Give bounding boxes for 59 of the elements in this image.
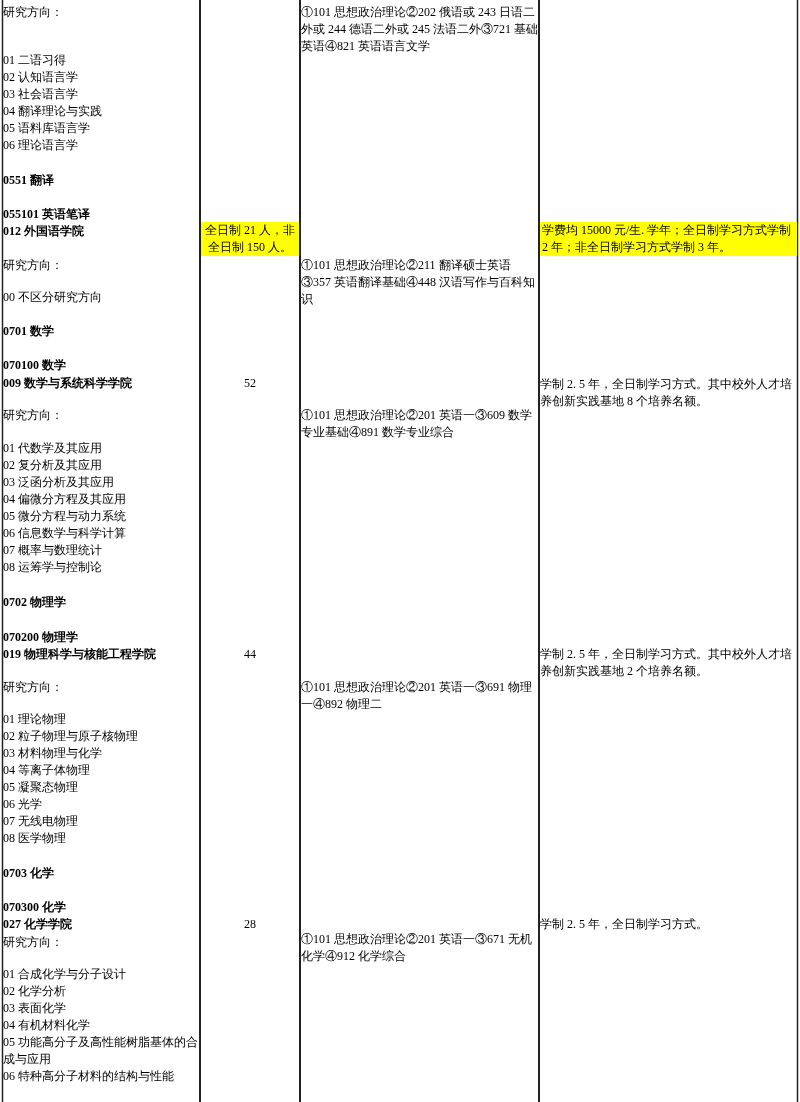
program-text: 05 凝聚态物理 xyxy=(3,779,79,796)
exam-subjects: ①101 思想政治理论②201 英语一③609 数学专业基础④891 数学专业综合 xyxy=(301,407,533,441)
program-text: 03 泛函分析及其应用 xyxy=(3,474,115,491)
program-text: 01 代数学及其应用 xyxy=(3,440,103,457)
program-text: 05 微分方程与动力系统 xyxy=(3,508,127,525)
program-text: 01 理论物理 xyxy=(3,711,67,728)
program-text: 01 合成化学与分子设计 xyxy=(3,966,127,983)
remark-text: 学制 2. 5 年，全日制学习方式。 xyxy=(540,916,709,933)
program-text: 00 不区分研究方向 xyxy=(3,289,103,306)
highlighted-cell: 全日制 21 人，非全日制 150 人。 xyxy=(201,222,299,256)
program-text: 03 材料物理与化学 xyxy=(3,745,103,762)
program-text: 研究方向： xyxy=(3,934,64,951)
program-text: 06 特种高分子材料的结构与性能 xyxy=(3,1068,175,1085)
remark-text: 学制 2. 5 年，全日制学习方式。其中校外人才培养创新实践基地 2 个培养名额。 xyxy=(540,646,793,680)
program-text: 06 光学 xyxy=(3,796,43,813)
program-text: 06 理论语言学 xyxy=(3,137,79,154)
program-text: 01 二语习得 xyxy=(3,52,67,69)
heading-text: 070200 物理学 xyxy=(3,629,79,646)
program-text: 04 等离子体物理 xyxy=(3,762,91,779)
heading-text: 0702 物理学 xyxy=(3,594,67,611)
program-text: 06 信息数学与科学计算 xyxy=(3,525,127,542)
heading-text: 019 物理科学与核能工程学院 xyxy=(3,646,157,663)
program-text: 07 无线电物理 xyxy=(3,813,79,830)
program-text: 02 粒子物理与原子核物理 xyxy=(3,728,139,745)
remark-text: 学制 2. 5 年，全日制学习方式。其中校外人才培养创新实践基地 8 个培养名额。 xyxy=(540,376,793,410)
enrollment-number: 52 xyxy=(243,375,257,392)
program-text: 03 表面化学 xyxy=(3,1000,67,1017)
heading-text: 0701 数学 xyxy=(3,323,55,340)
program-text: 04 偏微分方程及其应用 xyxy=(3,491,127,508)
program-text: 研究方向： xyxy=(3,4,64,21)
program-text: 02 认知语言学 xyxy=(3,69,79,86)
program-text: 03 社会语言学 xyxy=(3,86,79,103)
heading-text: 070300 化学 xyxy=(3,899,67,916)
heading-text: 055101 英语笔译 xyxy=(3,206,91,223)
heading-text: 0703 化学 xyxy=(3,865,55,882)
exam-subjects: ①101 思想政治理论②201 英语一③671 无机化学④912 化学综合 xyxy=(301,931,533,965)
exam-subjects: ①101 思想政治理论②202 俄语或 243 日语二外或 244 德语二外或 245 法语二外③721 基础英语④821 英语语言文学 xyxy=(301,4,538,55)
highlighted-cell: 学费均 15000 元/生. 学年；全日制学习方式学制 2 年；非全日制学习方式学制 3 年。 xyxy=(540,222,797,256)
exam-subjects: ①101 思想政治理论②201 英语一③691 物理一④892 物理二 xyxy=(301,679,533,713)
heading-text: 070100 数学 xyxy=(3,357,67,374)
program-text: 02 化学分析 xyxy=(3,983,67,1000)
program-text: 04 翻译理论与实践 xyxy=(3,103,103,120)
program-text: 研究方向： xyxy=(3,679,64,696)
program-text: 07 概率与数理统计 xyxy=(3,542,103,559)
program-text: 研究方向： xyxy=(3,257,64,274)
program-text: 研究方向： xyxy=(3,407,64,424)
program-text: 05 语料库语言学 xyxy=(3,120,91,137)
enrollment-number: 44 xyxy=(243,646,257,663)
heading-text: 027 化学学院 xyxy=(3,916,73,933)
enrollment-number: 28 xyxy=(243,916,257,933)
heading-text: 0551 翻译 xyxy=(3,172,55,189)
program-text: 08 运筹学与控制论 xyxy=(3,559,103,576)
heading-text: 009 数学与系统科学学院 xyxy=(3,375,133,392)
program-text: 02 复分析及其应用 xyxy=(3,457,103,474)
program-text: 04 有机材料化学 xyxy=(3,1017,91,1034)
exam-subjects: ①101 思想政治理论②211 翻译硕士英语③357 英语翻译基础④448 汉语写作与百科知识 xyxy=(301,257,536,308)
program-text: 08 医学物理 xyxy=(3,830,67,847)
program-text: 05 功能高分子及高性能树脂基体的合成与应用 xyxy=(3,1034,198,1068)
heading-text: 012 外国语学院 xyxy=(3,223,85,240)
